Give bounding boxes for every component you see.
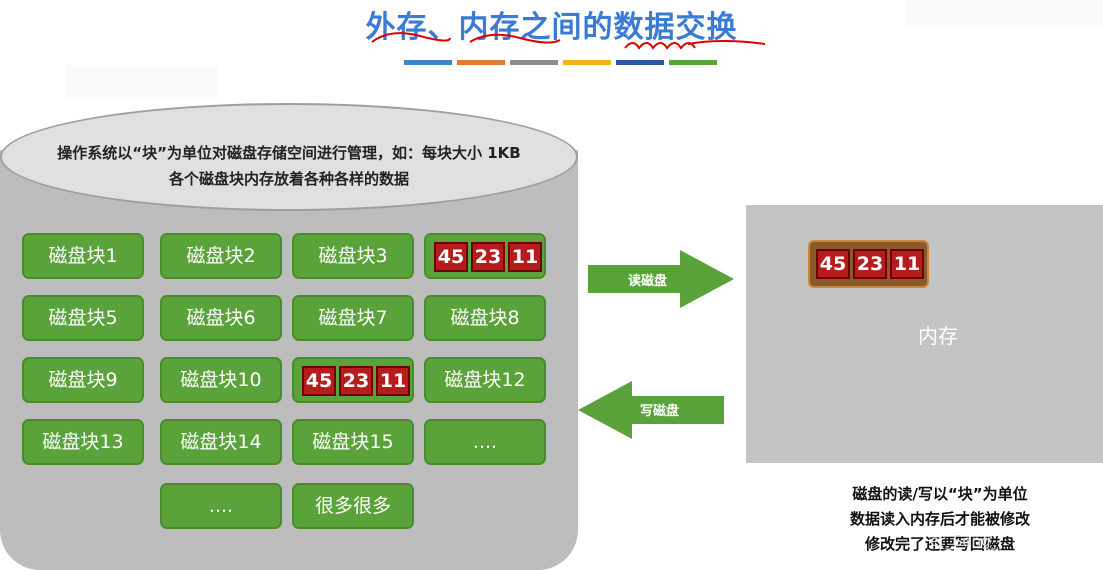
note-line-1: 磁盘的读/写以“块”为单位 <box>852 485 1028 503</box>
color-bar-green <box>669 60 717 65</box>
data-cell: 23 <box>471 242 505 272</box>
blank-box <box>907 0 1103 26</box>
disk-block-3: 磁盘块3 <box>292 233 414 279</box>
disk-block-12: 磁盘块12 <box>424 357 546 403</box>
disk-block-10: 磁盘块10 <box>160 357 282 403</box>
data-cell: 45 <box>302 366 336 396</box>
read-arrow-icon <box>588 250 734 308</box>
disk-header-line1: 操作系统以“块”为单位对磁盘存储空间进行管理，如：每块大小 1KB <box>57 144 521 162</box>
data-cell: 45 <box>816 249 850 279</box>
memory-data-block: 45 23 11 <box>808 240 929 288</box>
disk-cylinder-top <box>0 103 578 211</box>
disk-block-11: 45 23 11 <box>292 357 414 403</box>
color-bar-navy <box>616 60 664 65</box>
color-bar-yellow <box>563 60 611 65</box>
disk-block-data: 45 23 11 <box>434 242 542 272</box>
write-arrow-icon <box>578 381 724 439</box>
disk-block-9: 磁盘块9 <box>22 357 144 403</box>
page-title: 外存、内存之间的数据交换 <box>365 10 738 45</box>
write-disk-label: 写磁盘 <box>640 404 680 419</box>
disk-block-1: 磁盘块1 <box>22 233 144 279</box>
disk-block-data: 45 23 11 <box>302 366 410 396</box>
color-bar-blue <box>404 60 452 65</box>
disk-block-ellipsis: .... <box>160 483 282 529</box>
disk-block-13: 磁盘块13 <box>22 419 144 465</box>
data-cell: 23 <box>853 249 887 279</box>
disk-block-4: 45 23 11 <box>424 233 546 279</box>
disk-block-15: 磁盘块15 <box>292 419 414 465</box>
disk-block-8: 磁盘块8 <box>424 295 546 341</box>
note-line-3: 修改完了还要写回磁盘 <box>864 535 1015 553</box>
blank-box <box>66 65 218 99</box>
read-disk-label: 读磁盘 <box>628 274 668 289</box>
disk-block-6: 磁盘块6 <box>160 295 282 341</box>
color-bar-gray <box>510 60 558 65</box>
disk-block-14: 磁盘块14 <box>160 419 282 465</box>
handwritten-underline <box>371 32 766 50</box>
data-cell: 45 <box>434 242 468 272</box>
disk-block-more: .... <box>424 419 546 465</box>
data-cell: 11 <box>376 366 410 396</box>
note-line-2: 数据读入内存后才能被修改 <box>849 510 1030 528</box>
disk-block-7: 磁盘块7 <box>292 295 414 341</box>
data-cell: 11 <box>890 249 924 279</box>
disk-block-2: 磁盘块2 <box>160 233 282 279</box>
data-cell: 23 <box>339 366 373 396</box>
data-cell: 11 <box>508 242 542 272</box>
disk-header-line2: 各个磁盘块内存放着各种各样的数据 <box>168 170 409 188</box>
memory-label: 内存 <box>918 324 958 348</box>
memory-data: 45 23 11 <box>816 249 927 279</box>
disk-block-5: 磁盘块5 <box>22 295 144 341</box>
disk-block-many: 很多很多 <box>292 483 414 529</box>
color-bar-orange <box>457 60 505 65</box>
watermark: er_Song_ <box>930 532 999 550</box>
